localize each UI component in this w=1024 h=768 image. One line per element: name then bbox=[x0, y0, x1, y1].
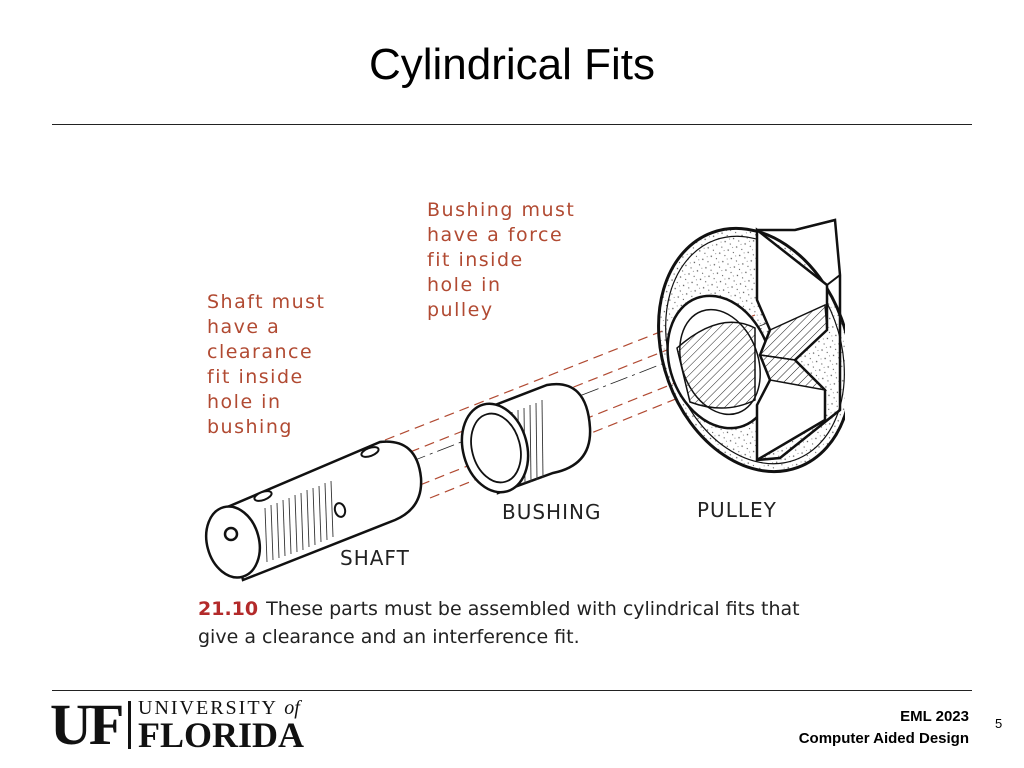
shaft-fit-note: Shaft must have a clearance fit inside h… bbox=[207, 290, 326, 440]
shaft-drawing bbox=[204, 440, 423, 582]
assembly-illustration bbox=[204, 218, 845, 582]
shaft-note-line: have a bbox=[207, 316, 281, 338]
logo-university: UNIVERSITY of bbox=[138, 697, 300, 720]
uf-logo: UF UNIVERSITY of FLORIDA bbox=[50, 692, 330, 757]
bushing-note-line: pulley bbox=[427, 299, 494, 321]
shaft-note-line: fit inside bbox=[207, 366, 304, 388]
shaft-label: SHAFT bbox=[340, 546, 410, 570]
logo-university-text: UNIVERSITY bbox=[138, 697, 278, 719]
logo-florida: FLORIDA bbox=[138, 715, 305, 755]
shaft-note-line: clearance bbox=[207, 341, 314, 363]
course-info: EML 2023 Computer Aided Design bbox=[799, 706, 969, 750]
bushing-note-line: fit inside bbox=[427, 249, 524, 271]
bushing-note-line: Bushing must bbox=[427, 199, 576, 221]
caption-line: These parts must be assembled with cylin… bbox=[266, 598, 800, 620]
pulley-label: PULLEY bbox=[697, 498, 777, 522]
shaft-note-line: bushing bbox=[207, 416, 293, 438]
cylindrical-fits-figure: Shaft must have a clearance fit inside h… bbox=[195, 190, 845, 600]
bushing-note-line: hole in bbox=[427, 274, 502, 296]
bushing-note-line: have a force bbox=[427, 224, 564, 246]
course-name: Computer Aided Design bbox=[798, 730, 969, 747]
logo-uf-mark: UF bbox=[50, 692, 124, 757]
logo-of: of bbox=[284, 697, 300, 719]
footer-divider bbox=[52, 690, 972, 691]
bushing-drawing bbox=[460, 382, 592, 495]
title-divider bbox=[52, 124, 972, 125]
page-number: 5 bbox=[995, 716, 1003, 731]
pulley-drawing bbox=[657, 218, 845, 474]
logo-divider bbox=[128, 701, 131, 749]
shaft-note-line: hole in bbox=[207, 391, 282, 413]
bushing-fit-note: Bushing must have a force fit inside hol… bbox=[427, 198, 575, 323]
course-code: EML 2023 bbox=[900, 708, 969, 725]
caption-line: give a clearance and an interference fit… bbox=[198, 626, 580, 648]
figure-number: 21.10 bbox=[198, 598, 259, 620]
bushing-label: BUSHING bbox=[502, 500, 602, 524]
figure-caption: 21.10 These parts must be assembled with … bbox=[198, 595, 858, 651]
shaft-note-line: Shaft must bbox=[207, 291, 326, 313]
slide-title: Cylindrical Fits bbox=[368, 40, 656, 89]
